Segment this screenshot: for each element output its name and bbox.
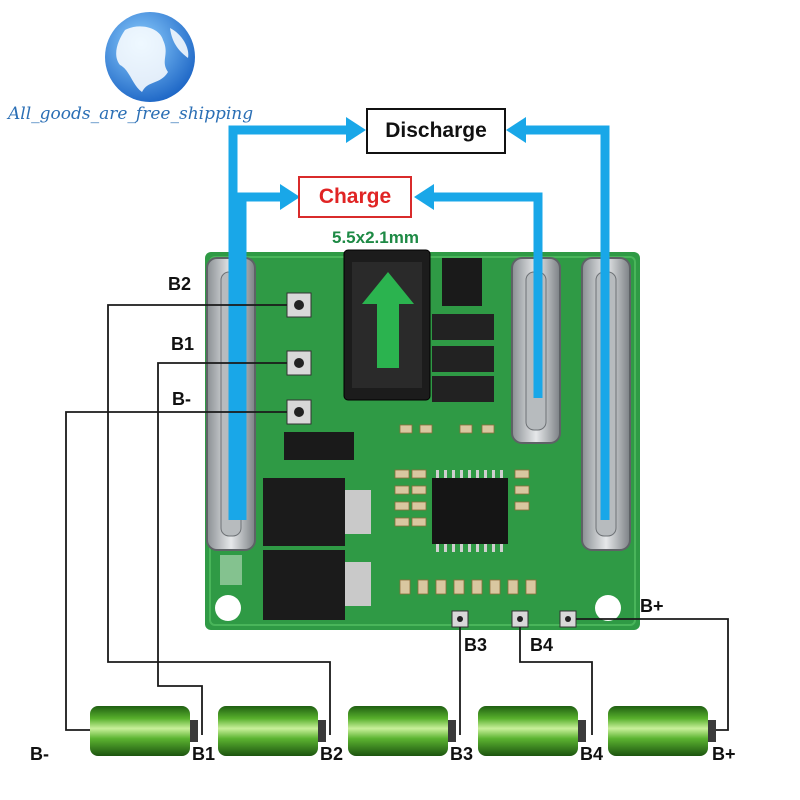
mosfet-top-tab bbox=[345, 490, 371, 534]
label-b3-cell: B3 bbox=[450, 744, 474, 764]
battery-cell-5 bbox=[608, 706, 716, 756]
label-b2-cell: B2 bbox=[320, 744, 344, 764]
balance-wires bbox=[65, 304, 729, 735]
jack-size-label: 5.5x2.1mm bbox=[332, 228, 419, 247]
pad-b-minus bbox=[286, 399, 312, 425]
label-bplus-cell: B+ bbox=[712, 744, 736, 764]
diode-d4 bbox=[432, 376, 494, 402]
label-b1-cell: B1 bbox=[192, 744, 216, 764]
charge-input-arrow bbox=[362, 272, 414, 368]
pad-b1 bbox=[286, 350, 312, 376]
label-bplus-board: B+ bbox=[640, 596, 664, 616]
label-bminus-cell: B- bbox=[30, 744, 49, 764]
resistor-r008 bbox=[284, 432, 354, 460]
bms-controller-ic bbox=[432, 478, 508, 544]
label-b1-board: B1 bbox=[171, 334, 195, 354]
mosfet-bottom-tab bbox=[345, 562, 371, 606]
battery-cell-4 bbox=[478, 706, 586, 756]
diode-d1 bbox=[432, 314, 494, 340]
label-b4-cell: B4 bbox=[580, 744, 604, 764]
mosfet-top bbox=[263, 478, 345, 546]
smd-components bbox=[394, 424, 537, 595]
battery-cell-2 bbox=[218, 706, 326, 756]
pad-b4 bbox=[511, 610, 529, 628]
battery-cell-3 bbox=[348, 706, 456, 756]
diode-d3 bbox=[432, 346, 494, 372]
discharge-path bbox=[228, 125, 610, 520]
globe-icon bbox=[105, 12, 195, 102]
mosfet-bottom bbox=[263, 550, 345, 620]
controller-pins bbox=[436, 470, 503, 552]
discharge-label: Discharge bbox=[385, 119, 487, 142]
label-b4-board: B4 bbox=[530, 635, 554, 655]
top-ic-chip bbox=[442, 258, 482, 306]
charge-label-box: Charge bbox=[298, 176, 412, 218]
battery-cell-1 bbox=[90, 706, 198, 756]
discharge-label-box: Discharge bbox=[366, 108, 506, 154]
shop-watermark-text: All_goods_are_free_shipping bbox=[8, 104, 254, 124]
label-bminus-board: B- bbox=[172, 389, 191, 409]
discharge-arrowheads bbox=[346, 117, 526, 143]
label-b2-board: B2 bbox=[168, 274, 192, 294]
label-b3-board: B3 bbox=[464, 635, 488, 655]
pad-b-plus bbox=[559, 610, 577, 628]
pad-b2 bbox=[286, 292, 312, 318]
charge-label: Charge bbox=[318, 185, 392, 208]
pad-b3 bbox=[451, 610, 469, 628]
charge-arrowheads bbox=[280, 184, 434, 210]
